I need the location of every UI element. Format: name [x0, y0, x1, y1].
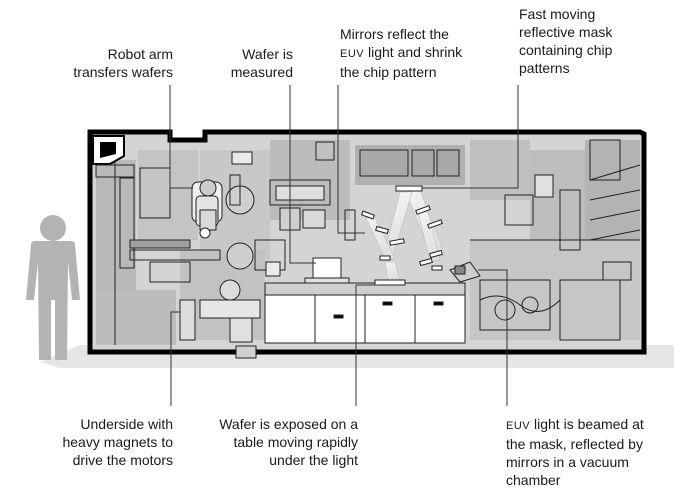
- label-wafer-measured: Wafer is measured: [231, 45, 293, 81]
- label-mirrors-line-2: EUV light and shrink: [340, 43, 462, 63]
- person-silhouette: [26, 215, 80, 360]
- label-wafer-exposed: Wafer is exposed on a table moving rapid…: [219, 415, 358, 469]
- label-underside: Underside with heavy magnets to drive th…: [62, 415, 173, 469]
- label-mask: Fast moving reflective mask containing c…: [519, 5, 612, 77]
- label-euv-light-line-1: EUV light is beamed at: [506, 415, 644, 435]
- corner-window: [93, 136, 124, 164]
- label-mirrors: Mirrors reflect the EUV light and shrink…: [340, 25, 462, 81]
- label-robot-arm: Robot arm transfers wafers: [73, 45, 173, 81]
- label-euv-light: EUV light is beamed at the mask, reflect…: [506, 415, 644, 489]
- wafer-table: [265, 280, 465, 343]
